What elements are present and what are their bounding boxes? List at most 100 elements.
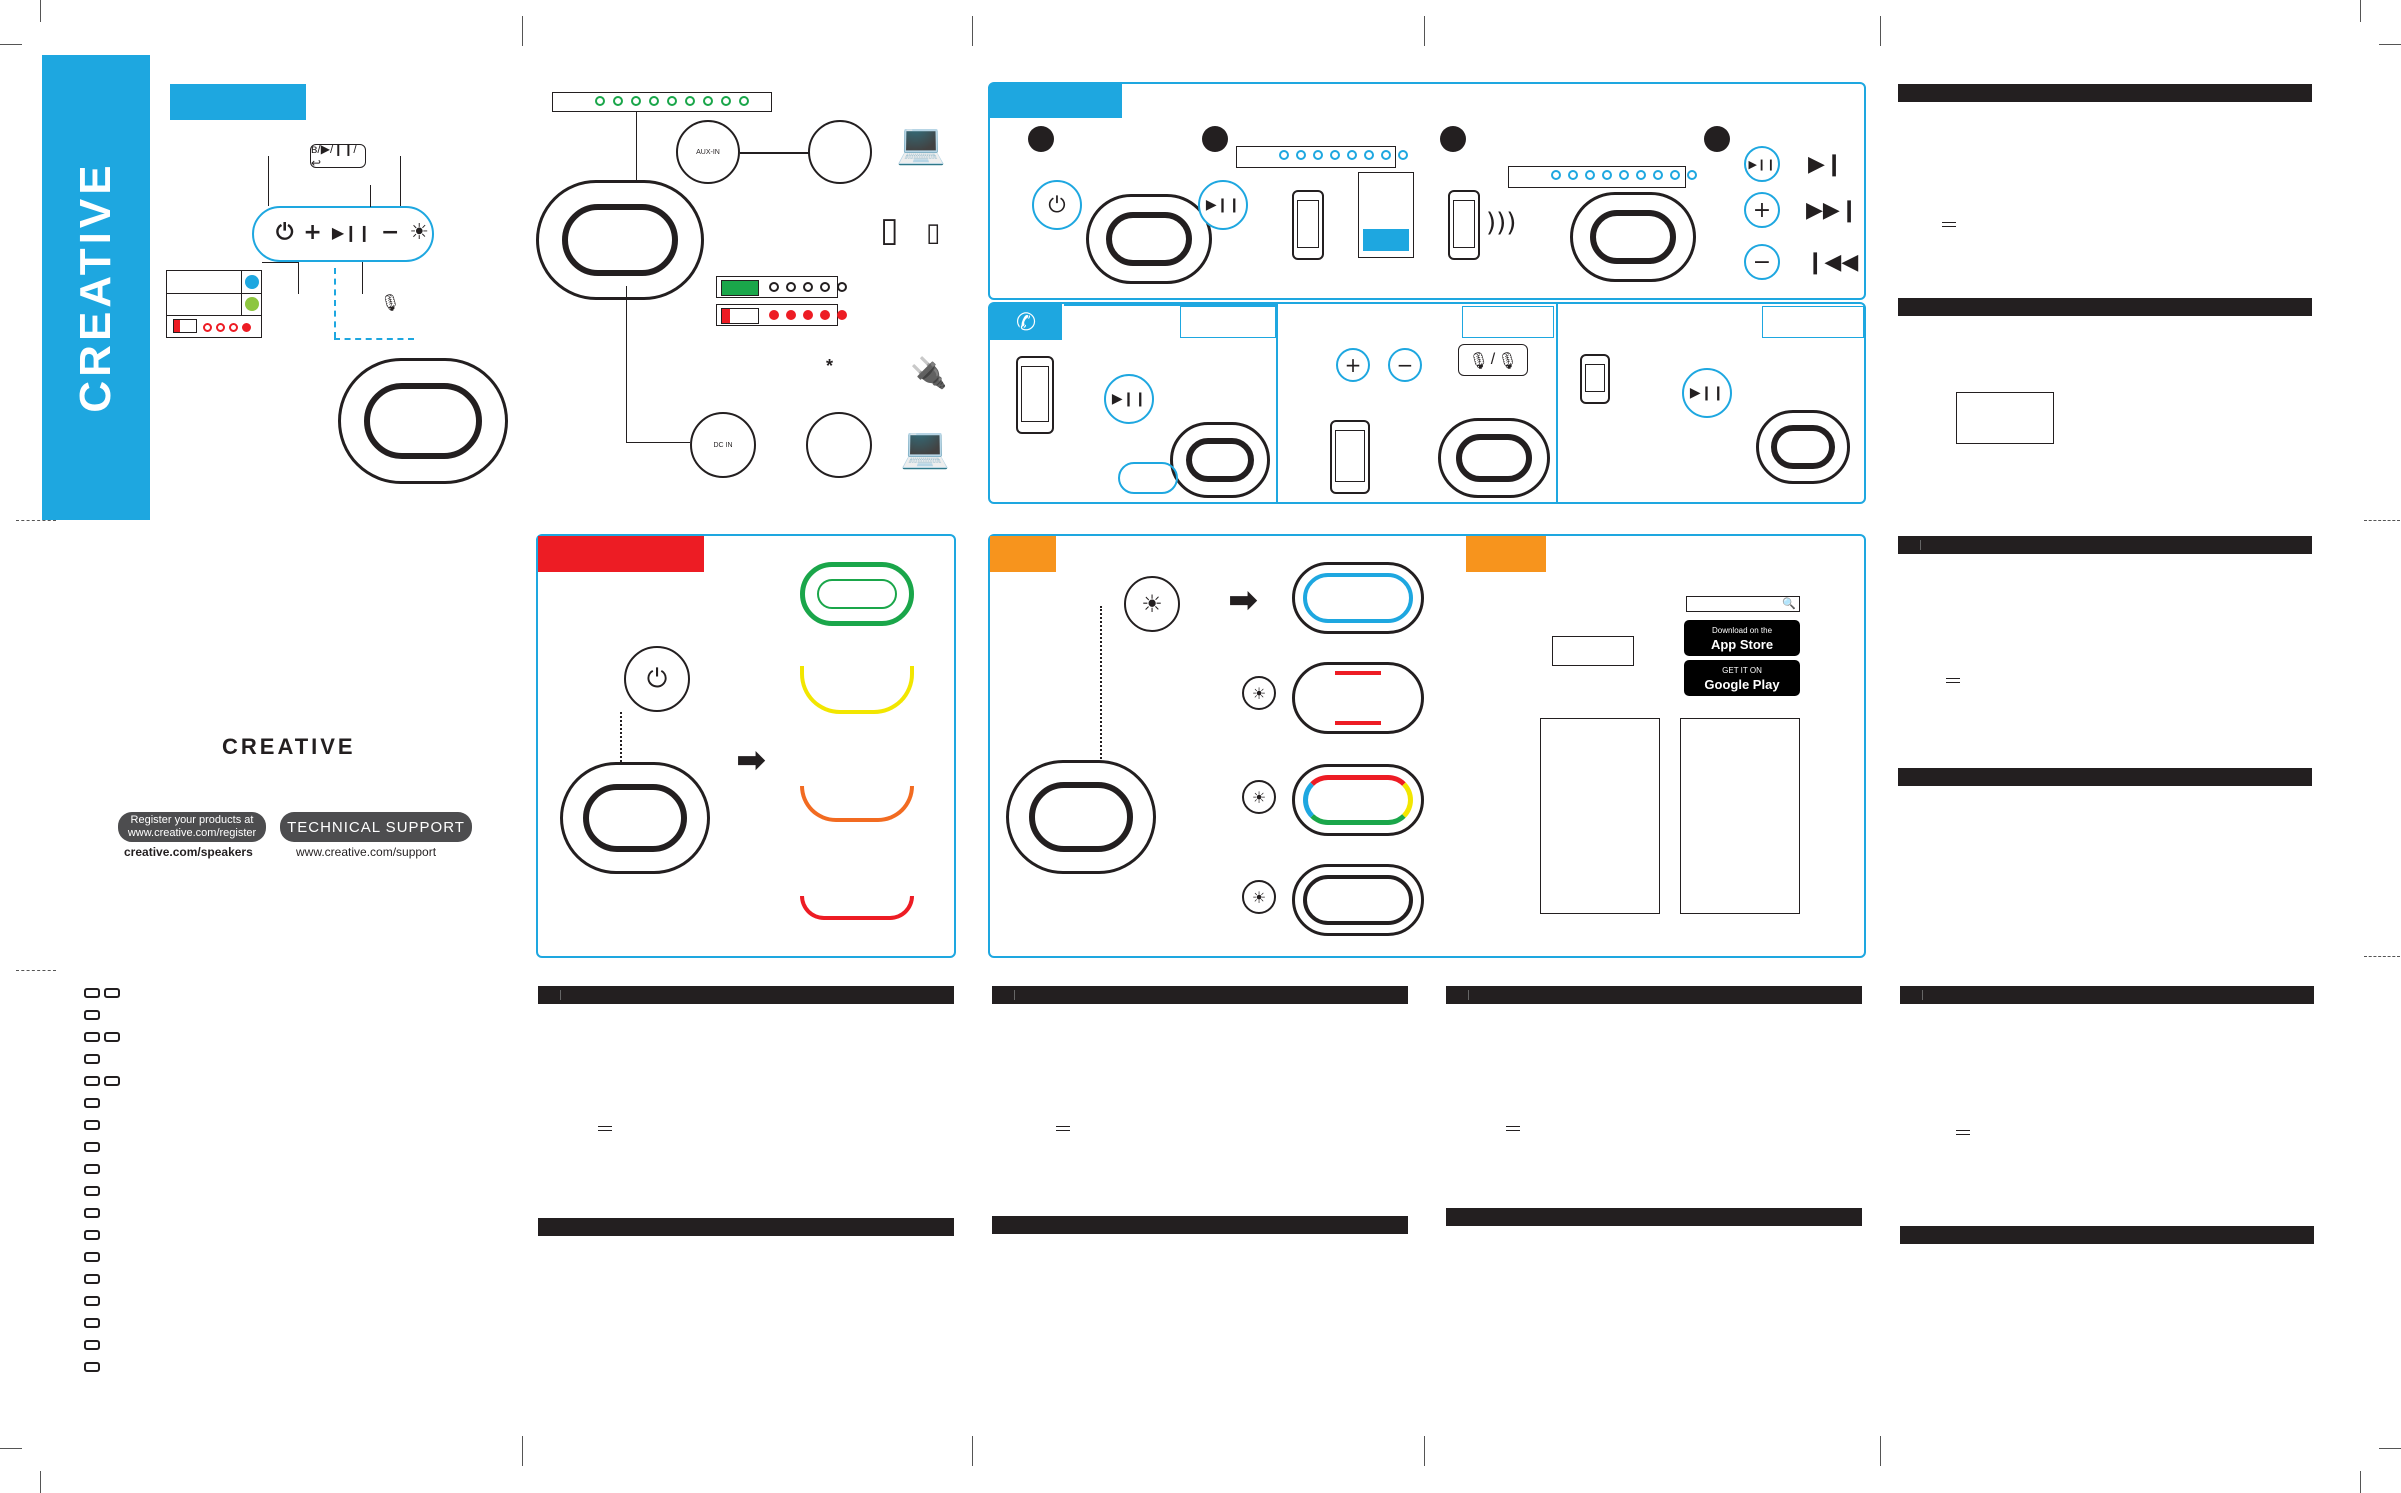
cover-band: CREATIVE: [42, 55, 150, 520]
speaker-illustration: [338, 358, 508, 484]
language-marker: [84, 1296, 100, 1306]
fold-mark: [522, 1436, 523, 1466]
pairing-panel-header: [990, 84, 1122, 118]
play-button-zoom: ▶❙❙: [1744, 146, 1780, 182]
section-bar: [538, 986, 954, 1004]
section-bar: [538, 1218, 954, 1236]
speaker-illustration: [1570, 192, 1696, 282]
support-url[interactable]: www.creative.com/support: [296, 845, 437, 859]
section-bar: [992, 1216, 1408, 1234]
phone-illustration: [1016, 356, 1054, 434]
crop-mark: [40, 1471, 41, 1493]
end-call-button-zoom: ▶❙❙: [1682, 368, 1732, 418]
mic-highlight: [1118, 462, 1178, 494]
light-modes-header: [538, 536, 704, 572]
register-url[interactable]: creative.com/speakers: [124, 845, 253, 859]
crop-mark: [40, 0, 41, 22]
crop-mark: [0, 1448, 22, 1449]
led-ring-orange: [800, 786, 914, 822]
search-input[interactable]: 🔍: [1686, 596, 1800, 612]
led-strip: [552, 92, 772, 112]
fold-mark: [972, 16, 973, 46]
usb-port-zoom: [806, 412, 872, 478]
minus-button-zoom: −: [1744, 244, 1780, 280]
language-marker: [84, 1318, 100, 1328]
speaker-illustration: [1006, 760, 1156, 874]
led-ring-off: [1292, 864, 1424, 936]
aux-cable: [740, 152, 810, 154]
step-number-4: [1704, 126, 1730, 152]
register-button[interactable]: Register your products at www.creative.c…: [118, 812, 266, 842]
status-dot-green: [245, 297, 259, 311]
power-button-zoom: ⏻: [624, 646, 690, 712]
section-bar: [1900, 1226, 2314, 1244]
plus-icon: +: [303, 220, 322, 245]
light-icon: ☀: [409, 220, 430, 245]
search-icon: 🔍: [1782, 597, 1796, 610]
phone-illustration: [1580, 354, 1610, 404]
led-ring-segment: [1292, 662, 1424, 734]
language-marker: [84, 1010, 100, 1020]
call-label-box: [1762, 306, 1864, 338]
section-bar: [1898, 84, 2312, 102]
language-marker: [84, 1362, 100, 1372]
play-pause-icon: ▶❙: [1808, 152, 1844, 177]
play-pause-icon: ▶❙❙: [331, 223, 371, 242]
fold-mark: [1424, 16, 1425, 46]
language-marker: [84, 1164, 100, 1174]
connected-led-strip: [1508, 166, 1697, 188]
info-box: [1956, 392, 2054, 444]
support-button[interactable]: TECHNICAL SUPPORT: [280, 812, 472, 842]
phone-illustration: [1448, 190, 1480, 260]
app-screen-placeholder: [1680, 718, 1800, 914]
phone-illustration: [1330, 420, 1370, 494]
crop-mark: [2360, 0, 2361, 22]
minus-button-zoom: −: [1388, 348, 1422, 382]
app-section-header: [1466, 536, 1546, 572]
phone-illustration: [1292, 190, 1324, 260]
plus-button-zoom: +: [1336, 348, 1370, 382]
leader-line: [370, 185, 371, 207]
brand-logo-vertical: CREATIVE: [71, 161, 120, 413]
light-control-panel: [988, 534, 1866, 958]
section-bar: [1898, 298, 2312, 316]
charge-indicator-full: [716, 276, 847, 298]
status-dot-blue: [245, 275, 259, 289]
fold-mark: [1880, 16, 1881, 46]
bluetooth-settings-screen: [1358, 172, 1414, 258]
usb-port-zoom: DC IN: [690, 412, 756, 478]
language-marker: [84, 1208, 100, 1218]
button-callout: ʙ/▶/❙❙/↩: [310, 142, 366, 170]
light-button-zoom: ☀: [1242, 780, 1276, 814]
fold-mark: [1424, 1436, 1425, 1466]
step-number-1: [1028, 126, 1054, 152]
speaker-illustration: [1438, 418, 1550, 498]
aux-port-zoom: [808, 120, 872, 184]
laptop-icon: 💻: [896, 121, 946, 167]
dashed-connector: [334, 268, 337, 338]
plus-button-zoom: +: [1744, 192, 1780, 228]
section-tab-blue: [170, 84, 306, 120]
fold-mark: [1880, 1436, 1881, 1466]
speaker-illustration: [1170, 422, 1270, 498]
language-marker: [84, 1186, 100, 1196]
indicator-table: [166, 270, 262, 338]
mic-icon: 🎙: [380, 293, 401, 312]
bluetooth-button-zoom: ▶❙❙: [1198, 180, 1248, 230]
leader-line: [400, 156, 401, 206]
answer-button-zoom: ▶❙❙: [1104, 374, 1154, 424]
power-icon: ⏻: [276, 220, 294, 245]
light-button-zoom: ☀: [1124, 576, 1180, 632]
aux-port-zoom: AUX-IN: [676, 120, 740, 184]
minus-icon: −: [380, 220, 400, 245]
footnote-asterisk: *: [826, 356, 834, 376]
phone-icon: ✆: [990, 304, 1062, 340]
language-marker: [84, 1076, 100, 1086]
call-panel: [988, 302, 1866, 504]
fold-mark: [522, 16, 523, 46]
battery-low-icon: [173, 319, 197, 333]
language-marker: [84, 1274, 100, 1284]
section-bar: [1446, 1208, 1862, 1226]
